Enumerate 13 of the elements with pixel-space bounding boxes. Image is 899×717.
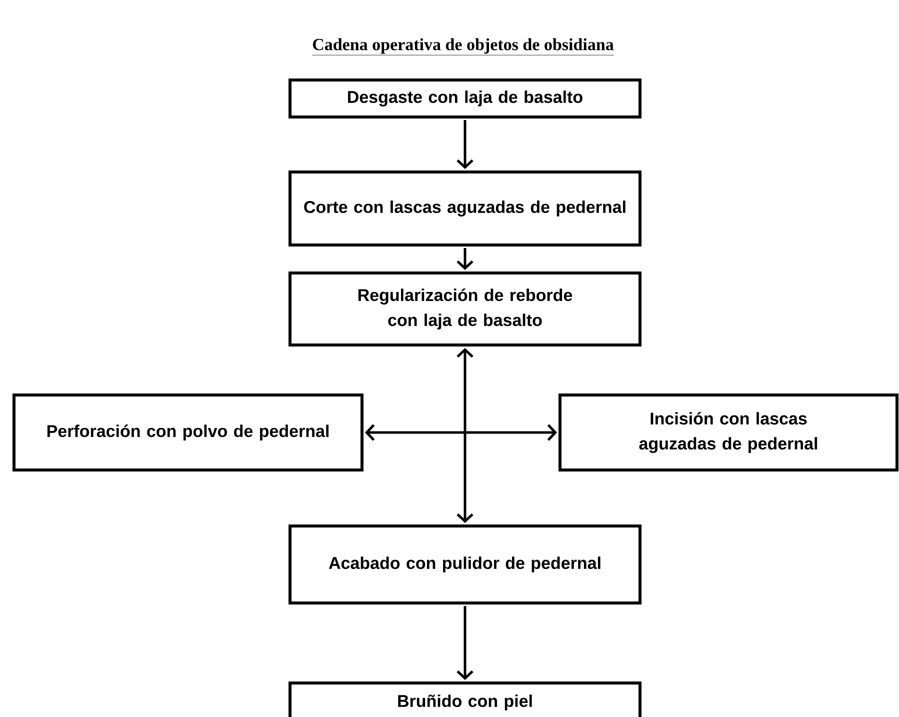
process-box: Desgaste con laja de basalto (288, 78, 642, 118)
arrow (365, 424, 557, 441)
arrow (456, 120, 474, 169)
arrow (456, 248, 474, 270)
title: Cadena operativa de objetos de obsidiana (312, 38, 614, 56)
process-box: Corte con lascas aguzadas de pedernal (288, 170, 642, 246)
arrow (456, 348, 474, 523)
process-box: Regularización de reborde con laja de basalto (288, 272, 642, 346)
arrow (456, 606, 474, 680)
process-box: Incisión con lascas aguzadas de pedernal (558, 394, 898, 472)
process-box: Acabado con pulidor de pedernal (288, 524, 642, 604)
process-box: Perforación con polvo de pedernal (12, 394, 364, 472)
process-box: Bruñido con piel (288, 682, 642, 717)
